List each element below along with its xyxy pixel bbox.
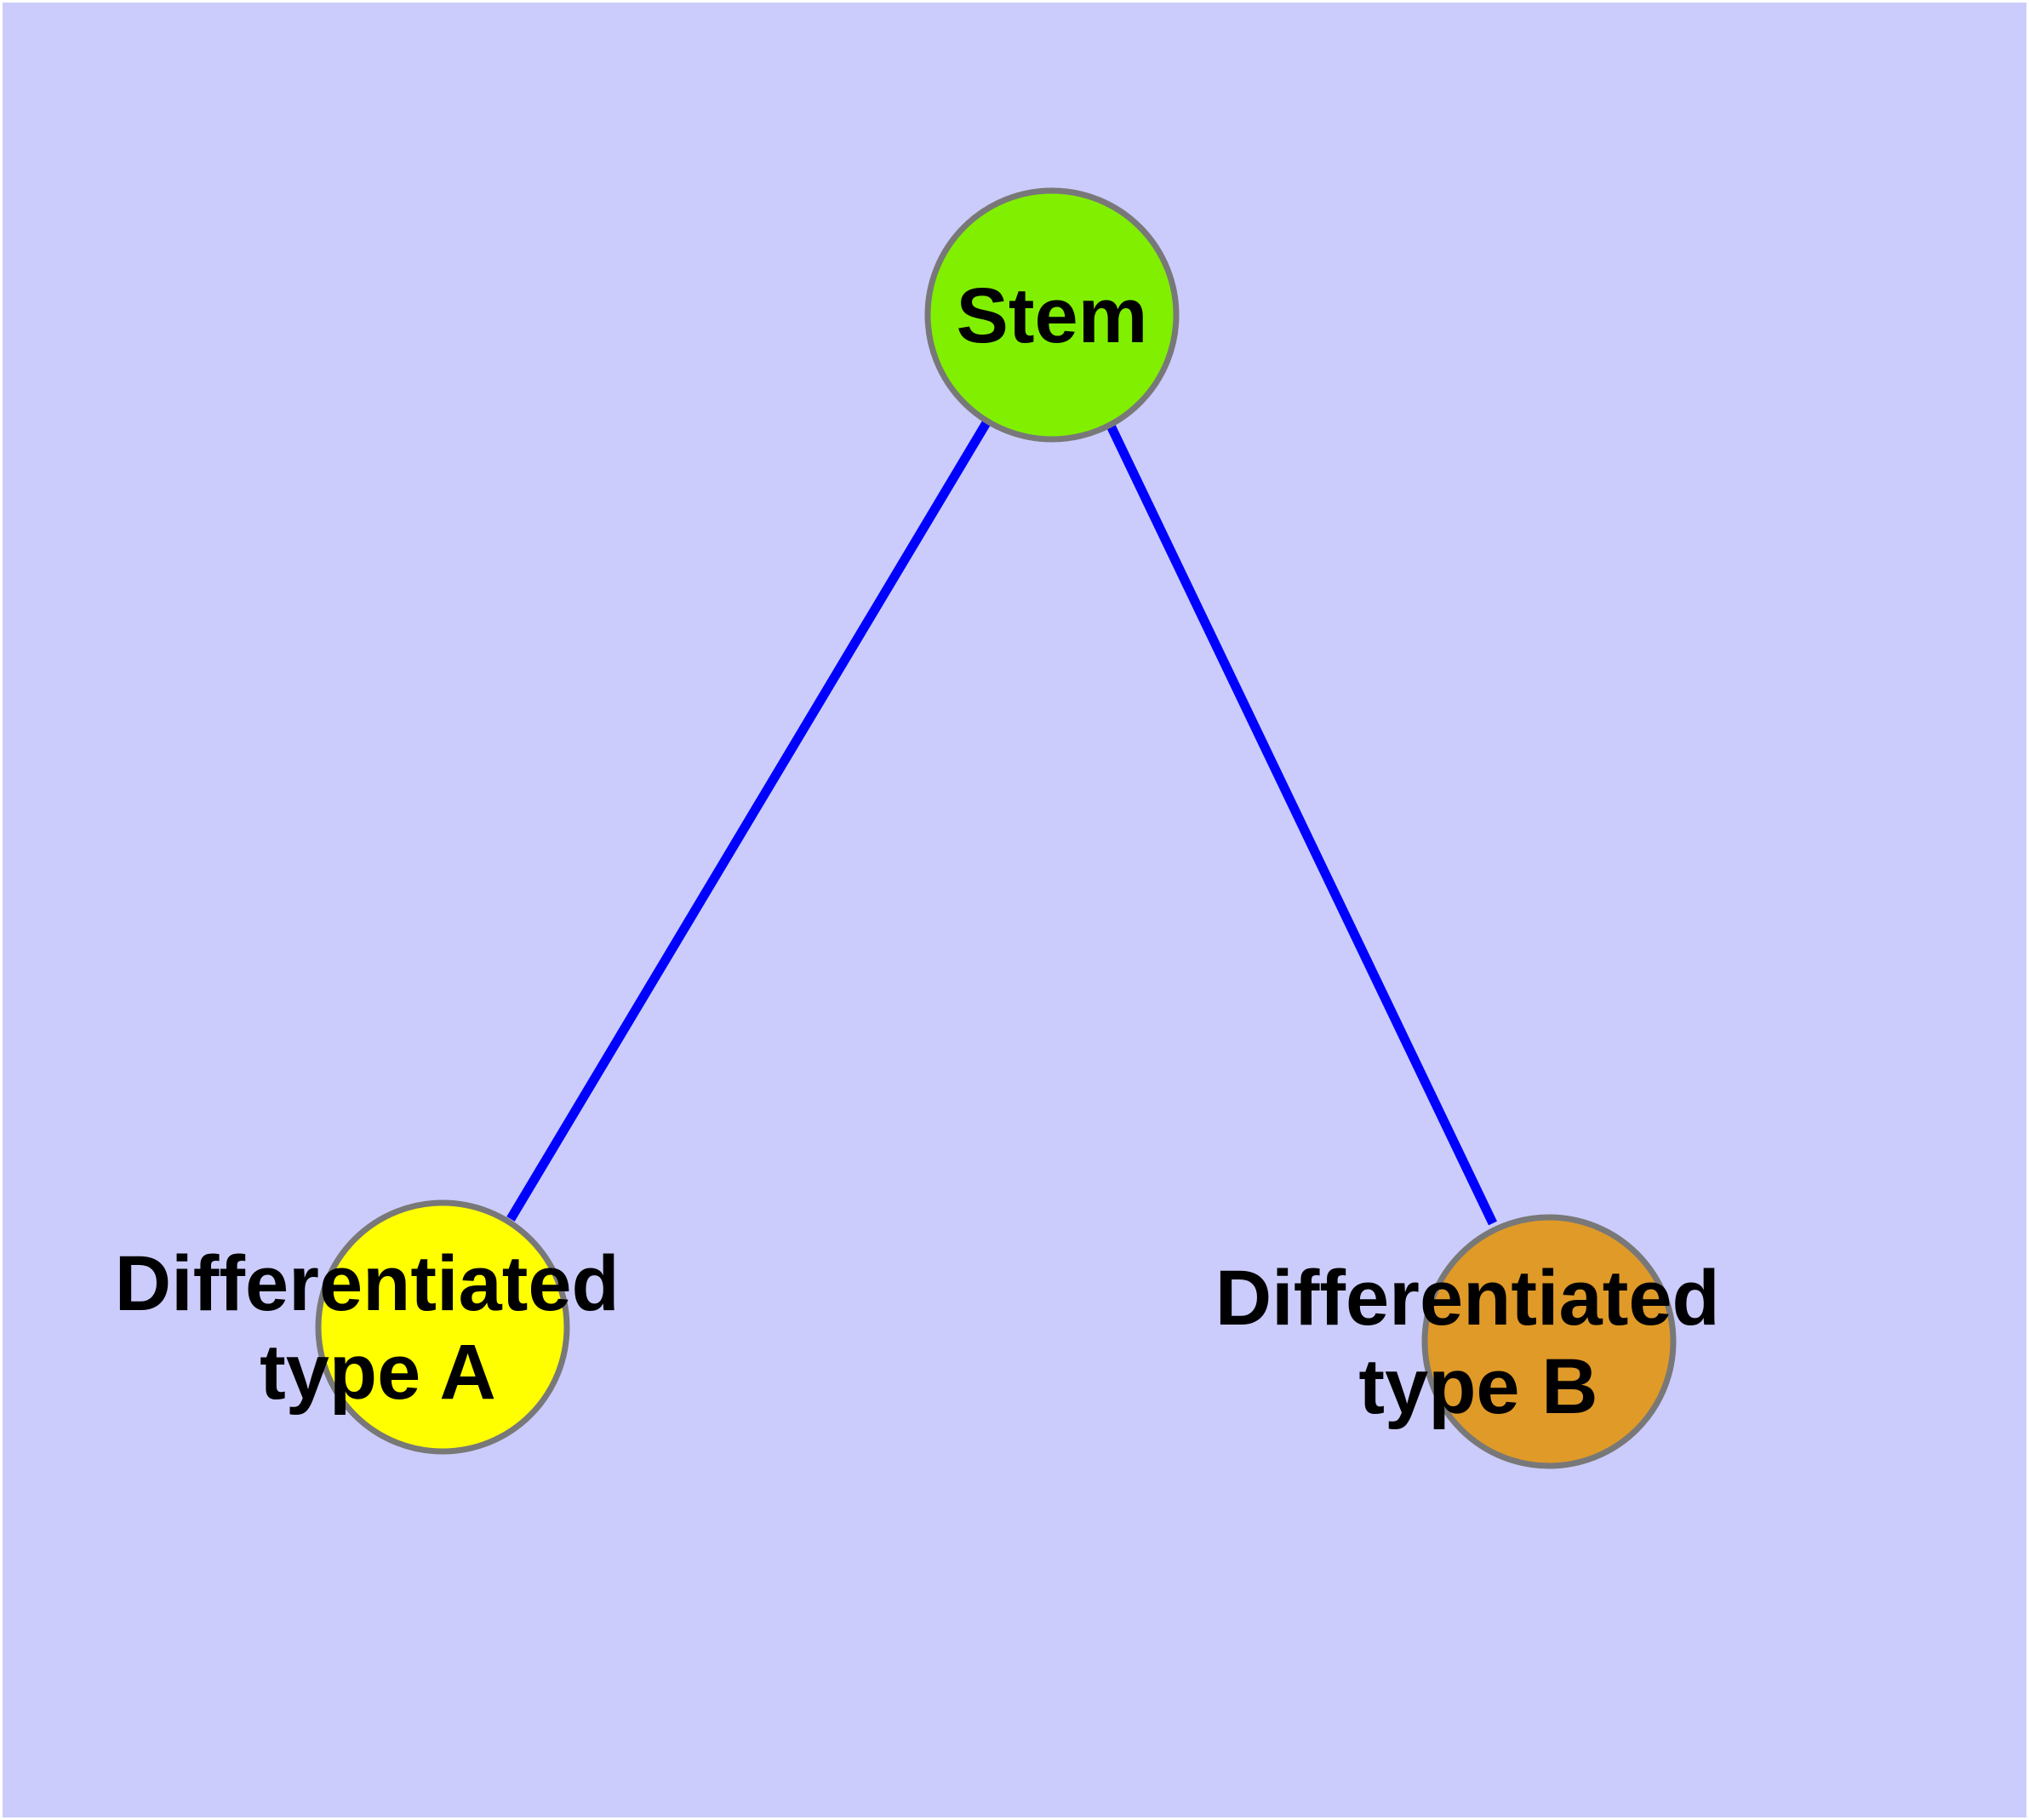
node-differentiated-type-b-label: Differentiated type B xyxy=(1215,1255,1742,1430)
node-stem-label-line-1: Stem xyxy=(957,272,1148,359)
node-differentiated-type-b-label-line-1: Differentiated xyxy=(1215,1255,1720,1342)
node-differentiated-type-a-label-line-2: type A xyxy=(260,1329,496,1416)
node-stem[interactable] xyxy=(924,187,1180,443)
edge-layer xyxy=(506,419,1497,1226)
node-differentiated-type-a[interactable] xyxy=(315,1199,570,1455)
node-differentiated-type-a-label: Differentiated type A xyxy=(115,1240,642,1416)
label-layer: Stem Differentiated type A Differentiate… xyxy=(115,272,1742,1430)
node-layer xyxy=(315,187,1677,1469)
node-differentiated-type-b-circle[interactable] xyxy=(1421,1214,1677,1469)
edge-stem-to-differentiated-type-b[interactable] xyxy=(1106,423,1497,1226)
node-differentiated-type-a-label-line-1: Differentiated xyxy=(115,1240,620,1327)
edge-stem-to-differentiated-type-a[interactable] xyxy=(506,419,992,1222)
node-stem-circle[interactable] xyxy=(924,187,1180,443)
node-differentiated-type-b-label-line-2: type B xyxy=(1358,1343,1597,1430)
node-stem-label: Stem xyxy=(957,272,1148,359)
node-differentiated-type-b[interactable] xyxy=(1421,1214,1677,1469)
node-differentiated-type-a-circle[interactable] xyxy=(315,1199,570,1455)
